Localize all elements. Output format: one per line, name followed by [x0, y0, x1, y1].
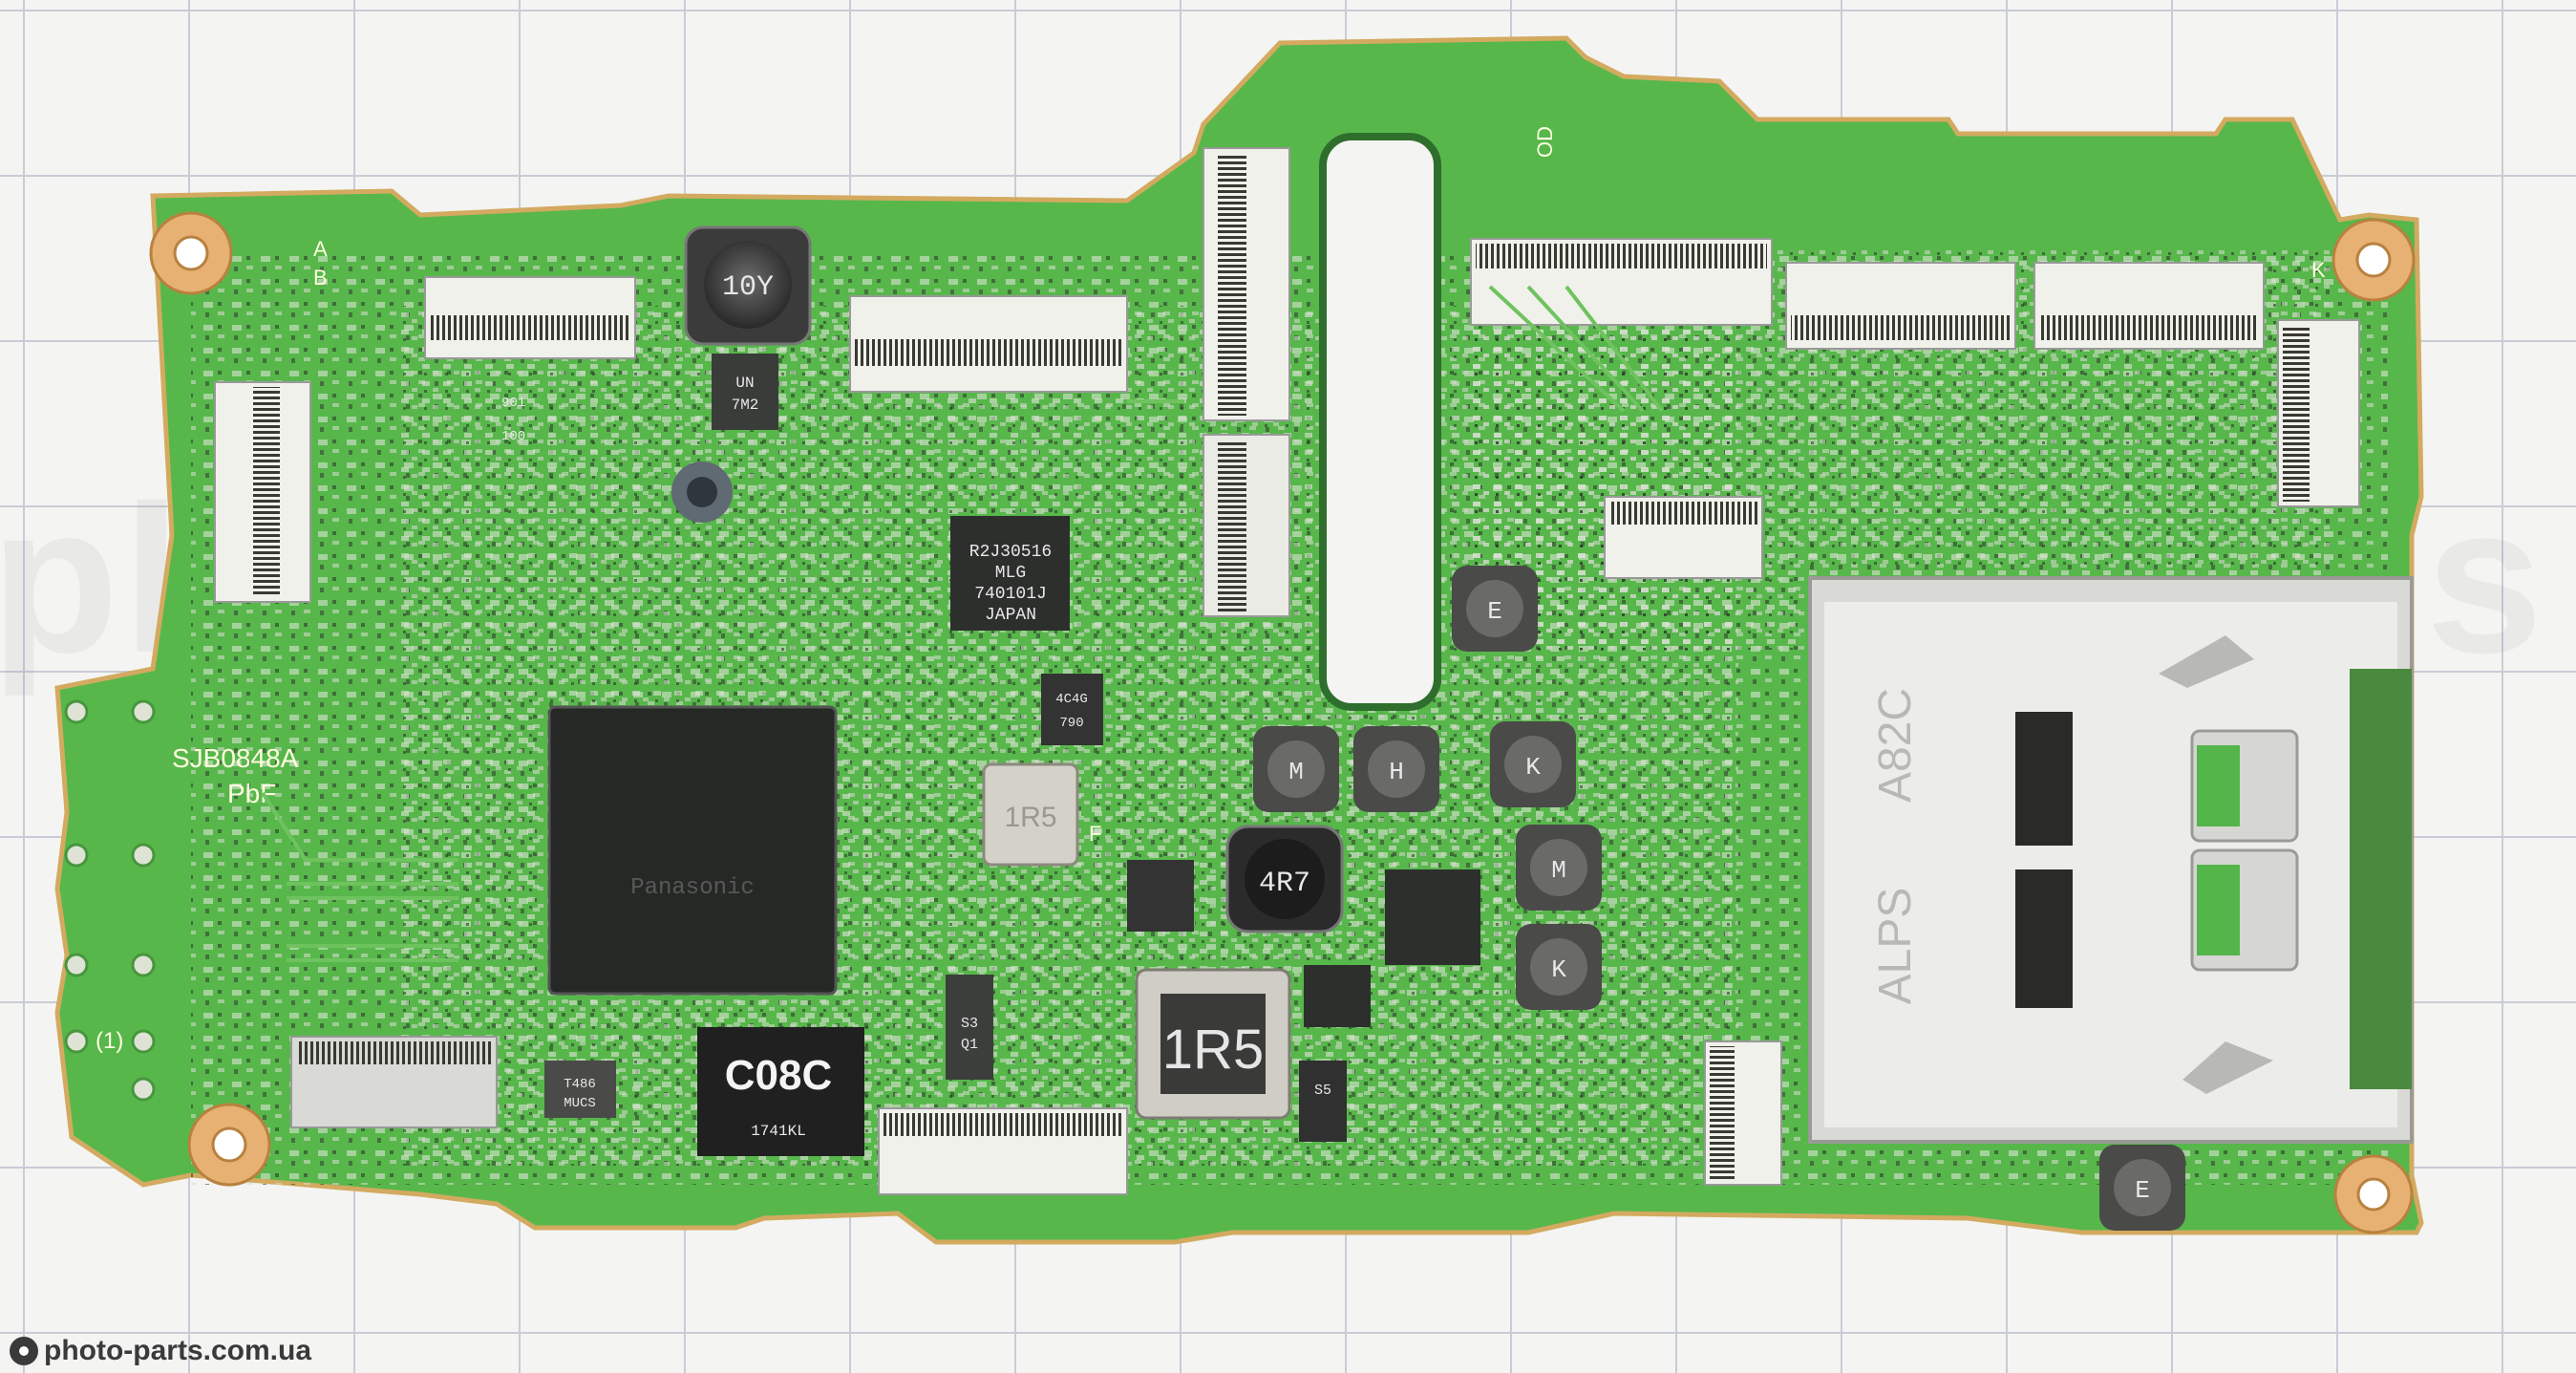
board-marker-one: (1): [96, 1028, 123, 1054]
sd-card-slot: ALPS A82C: [1808, 576, 2414, 1144]
mounting-holes: [149, 211, 2416, 1234]
small-inductor-1-label: E: [1487, 597, 1502, 626]
fpc-connectors: [214, 147, 2360, 1195]
small-inductor-2-label: M: [1288, 758, 1304, 786]
small-ic-un: [712, 354, 778, 430]
card-slot-brand: ALPS: [1870, 888, 1921, 1005]
t486-line2: MUCS: [564, 1096, 596, 1111]
small-inductor-6-label: K: [1551, 955, 1566, 984]
s5-chip: [1299, 1061, 1347, 1142]
photo-parts-logo-icon: [10, 1337, 38, 1365]
test-pads: [64, 699, 156, 1102]
watermark-url-text: photo-parts.com.ua: [44, 1335, 312, 1366]
power-ic-line4: JAPAN: [985, 606, 1036, 625]
power-ic-line3: 740101J: [974, 585, 1047, 604]
inductor-1r5-mid: 1R5: [982, 762, 1079, 867]
ic-790-line2: 790: [1059, 716, 1083, 731]
resistor-label-1: 901: [501, 396, 525, 411]
ic-790-line1: 4C4G: [1055, 692, 1088, 707]
t486-chip: [544, 1061, 616, 1118]
board-marker-k: K: [2311, 258, 2326, 282]
t486-line1: T486: [564, 1077, 596, 1092]
board-marker-b: B: [313, 266, 328, 290]
small-inductor-5-label: M: [1551, 856, 1566, 885]
inductor-top-label: 10Y: [722, 271, 774, 304]
board-part-code: SJB0848A: [172, 743, 299, 773]
small-ic-790: [1041, 674, 1103, 745]
power-ic-line1: R2J30516: [969, 543, 1052, 562]
c08c-ic: [697, 1027, 864, 1156]
small-inductors: E M H K M K E: [1253, 566, 2185, 1231]
resistor-label-2: 100: [501, 429, 525, 444]
power-ic: [950, 516, 1070, 631]
inductor-round-label: 4R7: [1259, 868, 1310, 900]
inductor-top: 10Y: [684, 225, 812, 346]
power-ic-line2: MLG: [995, 564, 1026, 583]
inductor-1r5-big: 1R5: [1135, 968, 1291, 1120]
watermark-url: photo-parts.com.ua: [10, 1334, 311, 1368]
s3-line2: Q1: [961, 1037, 978, 1053]
inductor-4r7: 4R7: [1225, 825, 1344, 933]
small-inductor-4-label: K: [1525, 753, 1541, 782]
c08c-label: C08C: [725, 1052, 833, 1099]
small-inductor-3-label: H: [1389, 758, 1404, 786]
c08c-sub: 1741KL: [751, 1123, 806, 1140]
ic-mid: [1127, 860, 1194, 932]
un-line2: 7M2: [732, 397, 759, 414]
main-processor: [547, 705, 838, 996]
s5-label: S5: [1314, 1083, 1331, 1099]
board-marker-f: F: [1089, 822, 1101, 846]
s3-line1: S3: [961, 1016, 978, 1032]
main-ic-brand: Panasonic: [630, 875, 755, 901]
inductor-big-label: 1R5: [1162, 1019, 1264, 1081]
driver-ic: [1385, 869, 1480, 965]
ic-near-coil: [1304, 965, 1371, 1027]
board-marker-a: A: [313, 237, 328, 261]
traces: [261, 285, 1664, 962]
small-inductor-7-label: E: [2135, 1176, 2150, 1205]
card-slot-model: A82C: [1870, 688, 1921, 803]
un-line1: UN: [735, 375, 754, 392]
board-cutout: [1319, 133, 1441, 711]
inductor-blue-left: [671, 461, 733, 523]
inductor-mid-label: 1R5: [1004, 802, 1056, 833]
s3-chip: [946, 975, 993, 1080]
board-marker-od: OD: [1533, 126, 1557, 158]
